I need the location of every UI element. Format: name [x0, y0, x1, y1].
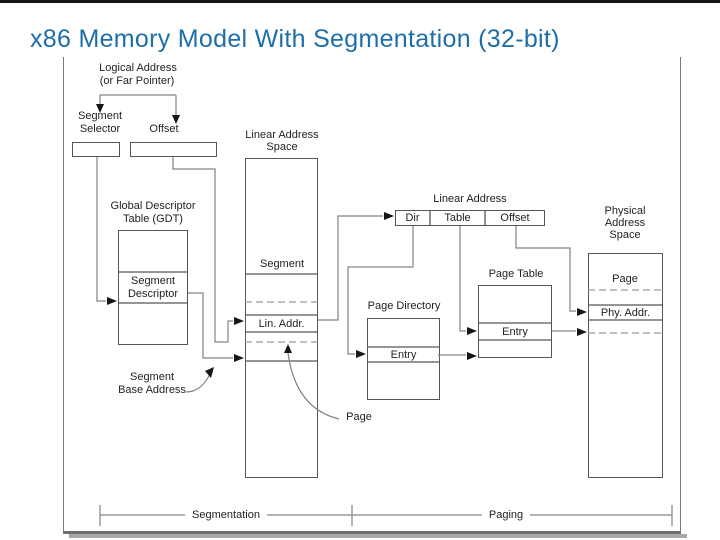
page-directory-title: Page Directory: [367, 300, 441, 312]
gdt-internal-lines: [118, 271, 188, 304]
segment-descriptor-label-2: Descriptor: [127, 288, 179, 300]
page-table-title: Page Table: [488, 268, 544, 280]
pd-entry-to-page-table-arrow: [438, 352, 477, 360]
segment-base-label-1: Segment: [129, 371, 175, 383]
gdt-label-1: Global Descriptor: [110, 200, 196, 212]
phy-addr-cell: Phy. Addr.: [600, 306, 651, 319]
pd-entry-cell: Entry: [390, 348, 417, 361]
offset-register-label: Offset: [149, 123, 179, 135]
segment-selector-label-1: Segment: [77, 110, 123, 122]
linear-address-fields-title: Linear Address: [433, 193, 507, 205]
physical-column-internal-lines: [588, 289, 663, 334]
gdt-label-2: Table (GDT): [123, 213, 183, 225]
linear-column-internal-lines: [245, 273, 318, 362]
pt-entry-cell: Entry: [502, 325, 528, 338]
logical-address-label-1: Logical Address: [99, 62, 177, 74]
table-field-cell: Table: [444, 212, 471, 224]
logical-address-label-2: (or Far Pointer): [99, 75, 175, 87]
dir-to-pd-entry-arrow: [347, 226, 414, 358]
page-callout-arrow: [284, 344, 340, 420]
selector-to-gdt-arrow: [96, 157, 117, 305]
physical-address-space-label-3: Space: [609, 229, 641, 241]
segment-descriptor-label-1: Segment: [130, 275, 176, 287]
offset-to-linaddr-arrow: [172, 157, 244, 343]
phys-page-label: Page: [612, 273, 638, 285]
paging-bracket-label: Paging: [481, 509, 531, 521]
segmentation-paging-bracket: [99, 505, 673, 526]
page-pointer-label: Page: [346, 411, 372, 423]
linear-address-space-label-1: Linear Address: [245, 129, 319, 141]
linear-address-space-label-2: Space: [266, 141, 298, 153]
segment-base-callout-arrow: [185, 367, 214, 393]
segment-selector-box: [72, 142, 120, 157]
linaddr-to-fields-arrow: [318, 212, 394, 321]
segmentation-bracket-label: Segmentation: [185, 509, 267, 521]
dir-field-cell: Dir: [405, 212, 420, 224]
lin-addr-cell: Lin. Addr.: [258, 317, 305, 330]
physical-address-space-label-2: Address: [604, 217, 646, 229]
linear-address-fields-row: [395, 210, 545, 226]
logical-address-fork-arrows: [96, 94, 180, 124]
page-table-box: [478, 285, 552, 358]
segment-region-label: Segment: [259, 258, 305, 270]
slide-top-bar: [0, 0, 720, 3]
descriptor-to-segment-base-arrow: [188, 292, 244, 362]
gdt-box: [118, 230, 188, 345]
offset-field-to-phyaddr-arrow: [515, 226, 587, 316]
page-directory-internal-lines: [367, 346, 440, 363]
segment-selector-label-2: Selector: [79, 123, 121, 135]
segment-base-label-2: Base Address: [118, 384, 186, 396]
page-directory-box: [367, 318, 440, 400]
table-to-pt-entry-arrow: [459, 226, 477, 335]
page-table-internal-lines: [478, 322, 552, 341]
offset-box: [130, 142, 217, 157]
linear-address-space-column: [245, 158, 318, 478]
linear-address-fields-dividers: [429, 210, 486, 226]
page-title: x86 Memory Model With Segmentation (32-b…: [30, 25, 560, 53]
offset-field-cell: Offset: [500, 212, 530, 224]
physical-address-space-label-1: Physical: [604, 205, 646, 217]
panel-shadow: [69, 534, 687, 538]
pt-entry-to-page-arrow: [552, 328, 587, 336]
